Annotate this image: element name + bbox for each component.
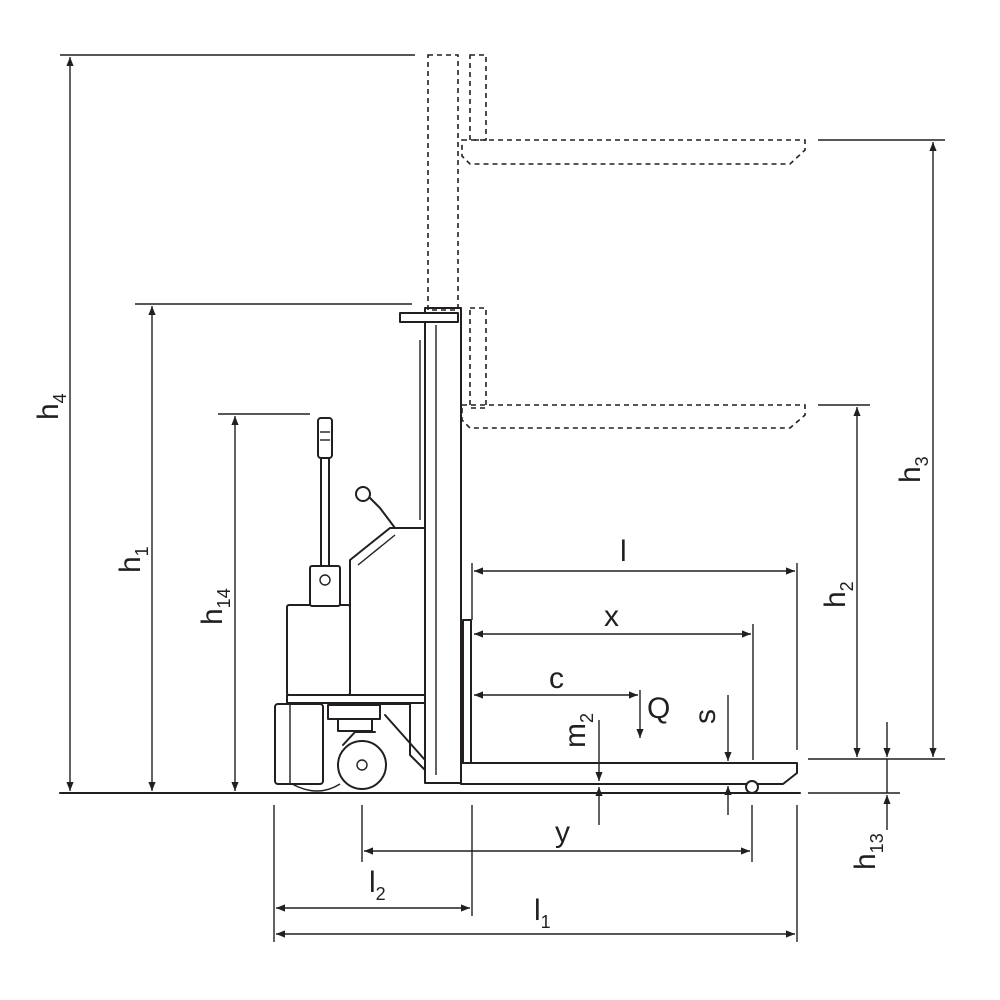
label-h4: h4 <box>32 393 70 420</box>
label-l1: l1 <box>534 894 551 932</box>
raised-fork-top-dashed <box>461 139 806 165</box>
label-l2: l2 <box>369 866 386 904</box>
label-h13: h13 <box>849 833 887 870</box>
label-c: c <box>549 662 564 695</box>
extension-lines <box>60 54 945 942</box>
label-h14: h14 <box>196 588 234 625</box>
label-l: l <box>620 535 627 568</box>
extended-mast-dashed <box>427 54 487 409</box>
label-h2: h2 <box>819 581 857 608</box>
label-h1: h1 <box>114 546 152 573</box>
fork <box>460 619 798 794</box>
label-h3: h3 <box>894 456 932 483</box>
label-m2: m2 <box>559 713 597 748</box>
label-q: Q <box>647 692 670 725</box>
raised-fork-mid-dashed <box>461 404 806 429</box>
label-x: x <box>604 600 619 633</box>
chassis <box>274 417 426 792</box>
label-y: y <box>555 816 570 849</box>
label-s: s <box>689 709 722 724</box>
mast <box>399 307 462 784</box>
